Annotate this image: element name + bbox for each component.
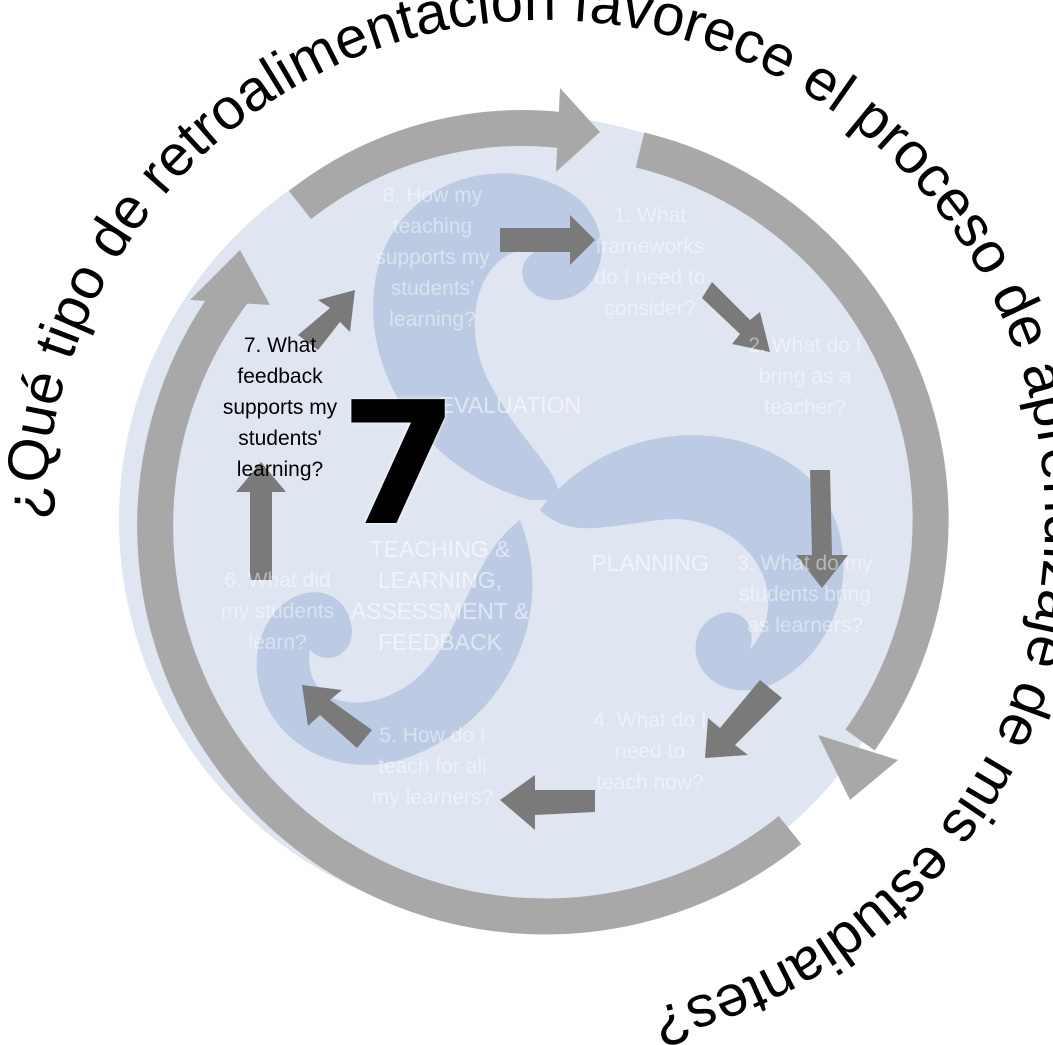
outer-arrowheads (190, 88, 898, 800)
question-4: 4. What do I need to teach now? (593, 709, 707, 794)
question-1: 1. What frameworks do I need to consider… (594, 204, 706, 320)
inner-cycle-arrows (236, 215, 848, 830)
question-5: 5. How do I teach for all my learners? (371, 724, 494, 809)
question-2: 2. What do I bring as a teacher? (748, 334, 862, 419)
question-6: 6. What did my students learn? (220, 569, 335, 654)
outer-arrow-right (635, 132, 949, 751)
question-3: 3. What do my students bring as learners… (737, 552, 873, 637)
stage-planning: PLANNING (591, 550, 709, 576)
outer-arrow-bottom-left (137, 279, 802, 935)
question-7: 7. What feedback supports my students' l… (222, 334, 338, 481)
step-number: 7 (340, 366, 459, 564)
outer-arrow-top-left (288, 110, 562, 220)
question-8: 8. How my teaching supports my students'… (375, 184, 490, 331)
outer-cycle-arrows (137, 110, 949, 935)
stage-teaching: TEACHING & LEARNING, ASSESSMENT & FEEDBA… (350, 536, 530, 655)
stage-evaluation: EVALUATION (438, 392, 582, 418)
